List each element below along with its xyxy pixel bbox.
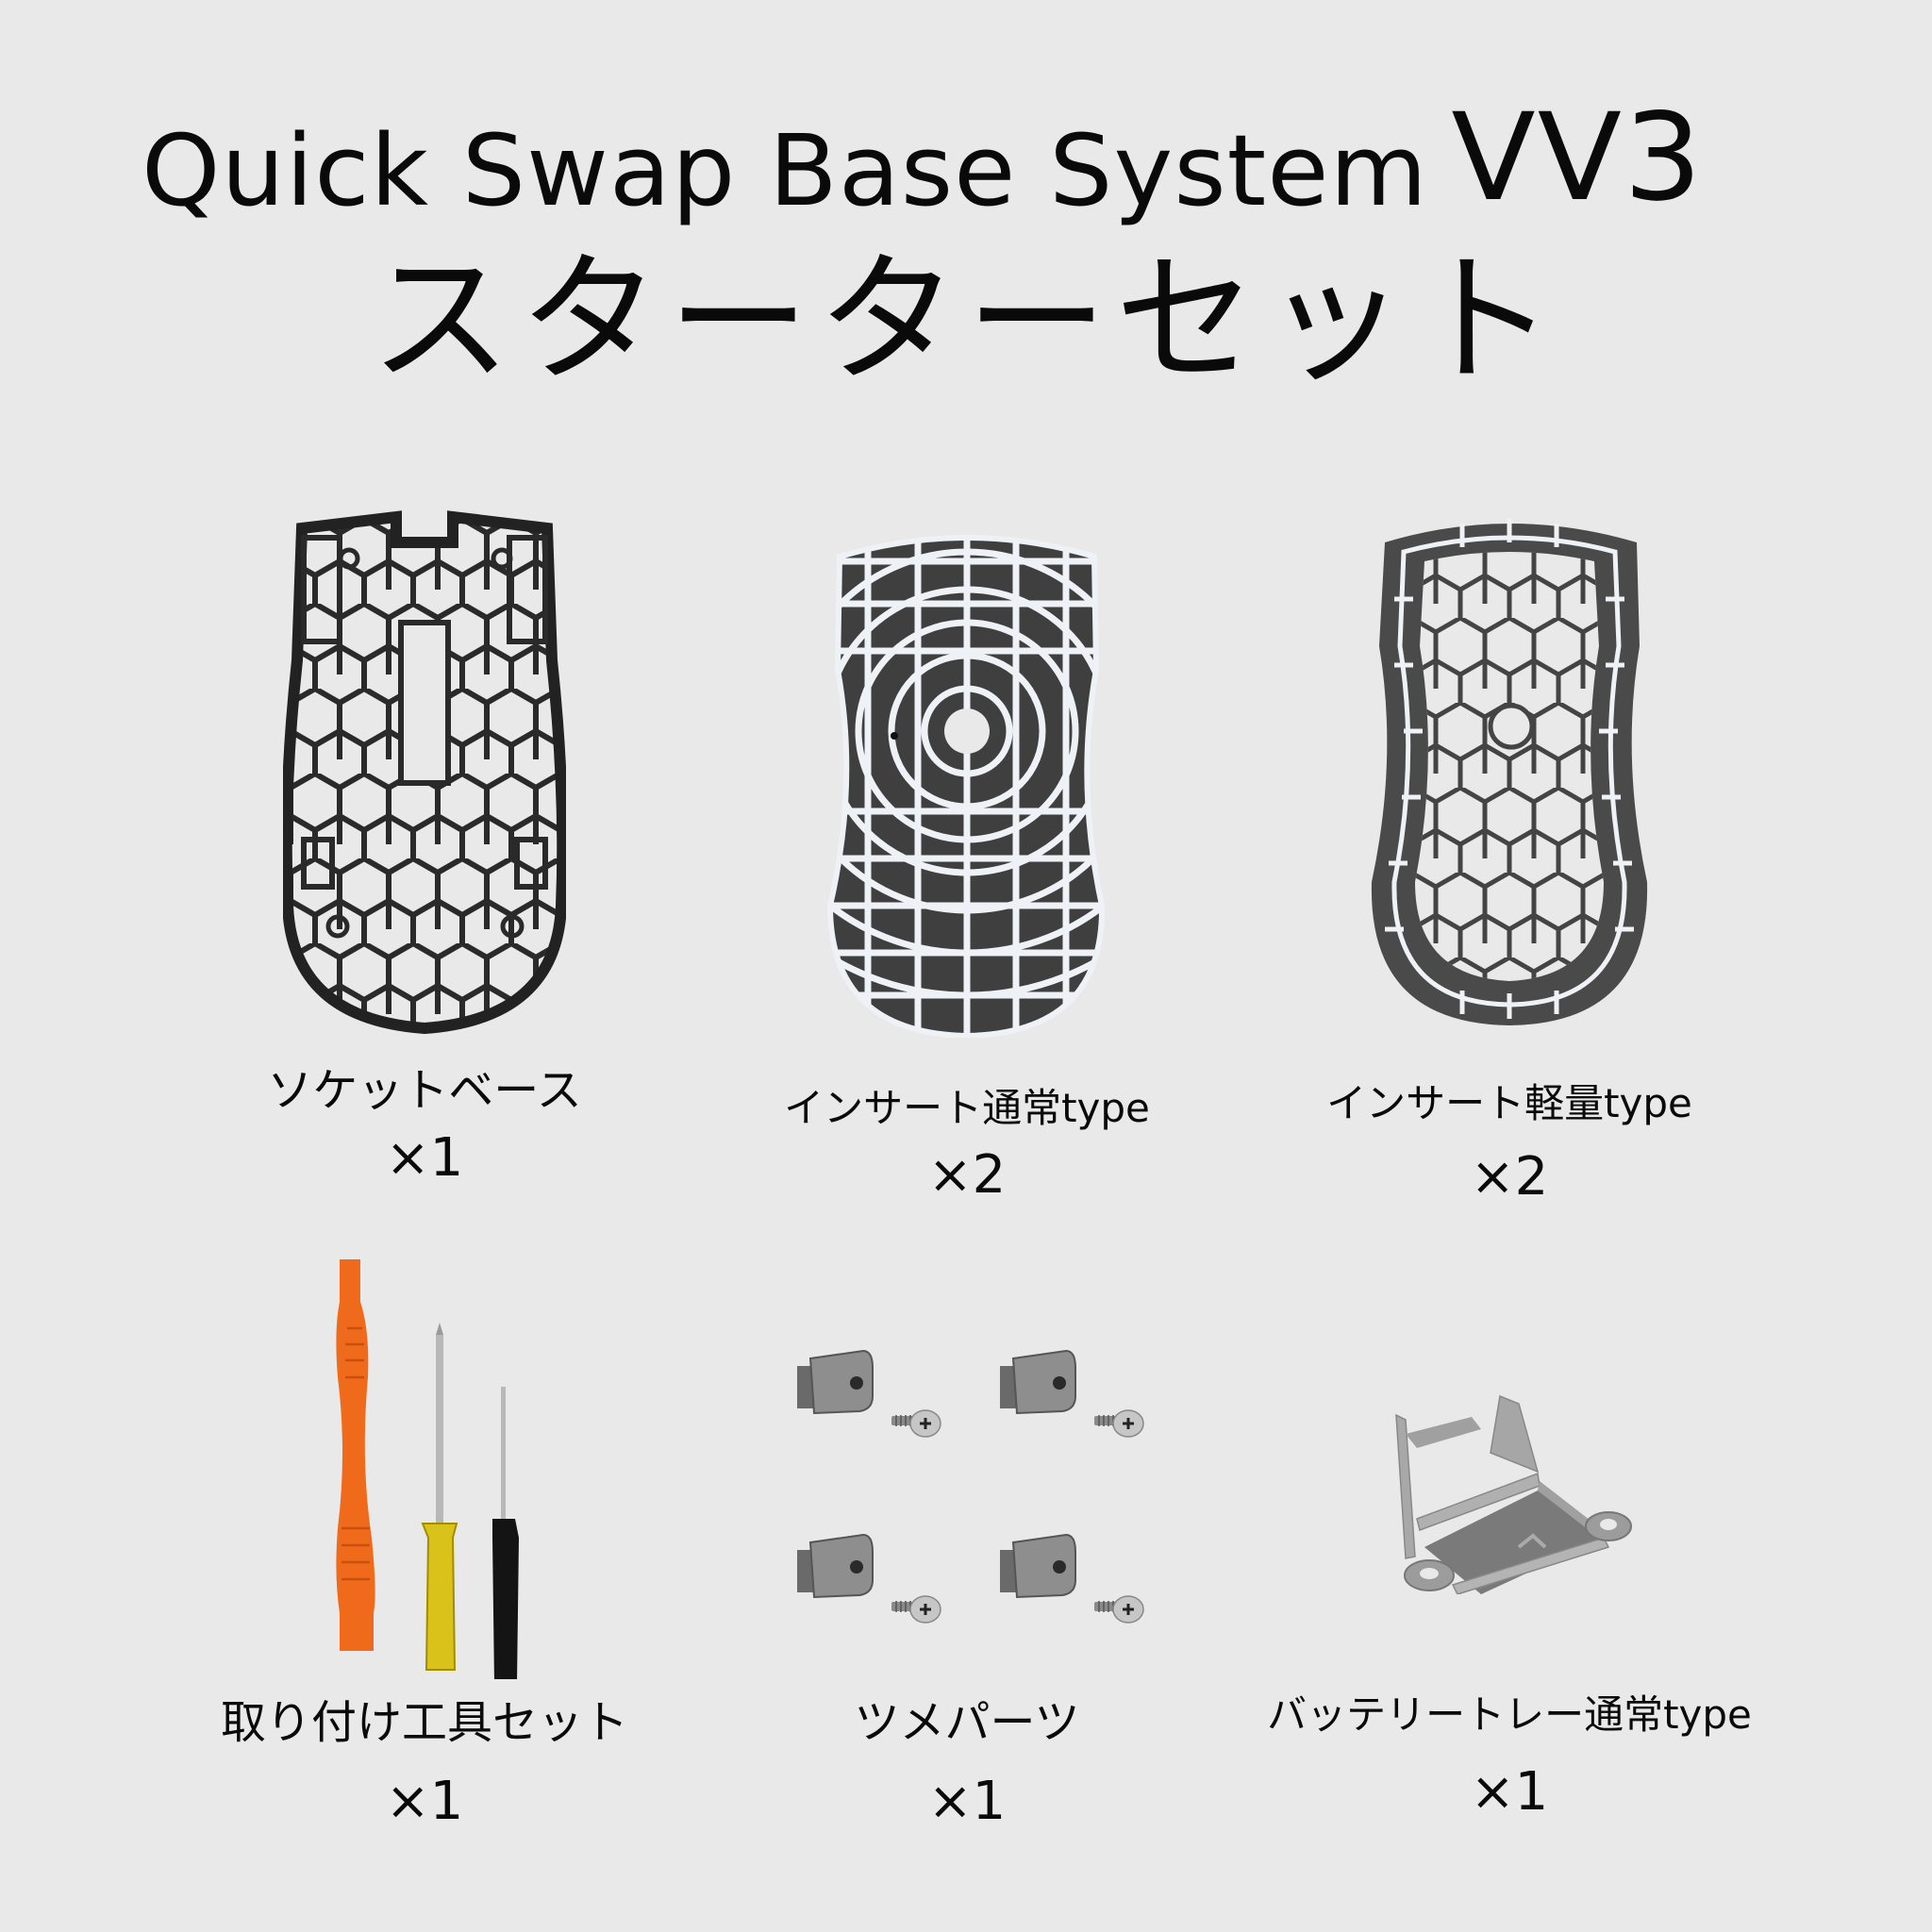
item-quantity: ×2 [927, 1144, 1007, 1206]
item-label: ツメパーツ [854, 1696, 1080, 1749]
item-quantity: ×1 [385, 1771, 464, 1832]
item-label: インサート通常type [784, 1085, 1150, 1131]
socket-base-frame-icon [132, 509, 717, 1038]
claw-parts-icon [675, 1330, 1259, 1641]
battery-tray-icon [1217, 1358, 1802, 1594]
item-label: ソケットベース [267, 1064, 582, 1117]
item-label: インサート軽量type [1326, 1080, 1692, 1126]
item-label: バッテリートレー通常type [1267, 1691, 1752, 1738]
page-subtitle: スターターセット [369, 239, 1562, 403]
insert-normal-plate-icon [675, 528, 1259, 1038]
item-quantity: ×1 [927, 1771, 1007, 1832]
item-quantity: ×1 [1470, 1761, 1549, 1823]
item-label: 取り付け工具セット [220, 1696, 628, 1749]
insert-light-plate-icon [1217, 505, 1802, 1028]
tool-set-icon [132, 1255, 717, 1679]
item-quantity: ×2 [1470, 1146, 1549, 1208]
item-quantity: ×1 [385, 1127, 464, 1189]
title-main: Quick Swap Base System [142, 113, 1428, 228]
title-version: VV3 [1451, 88, 1705, 228]
